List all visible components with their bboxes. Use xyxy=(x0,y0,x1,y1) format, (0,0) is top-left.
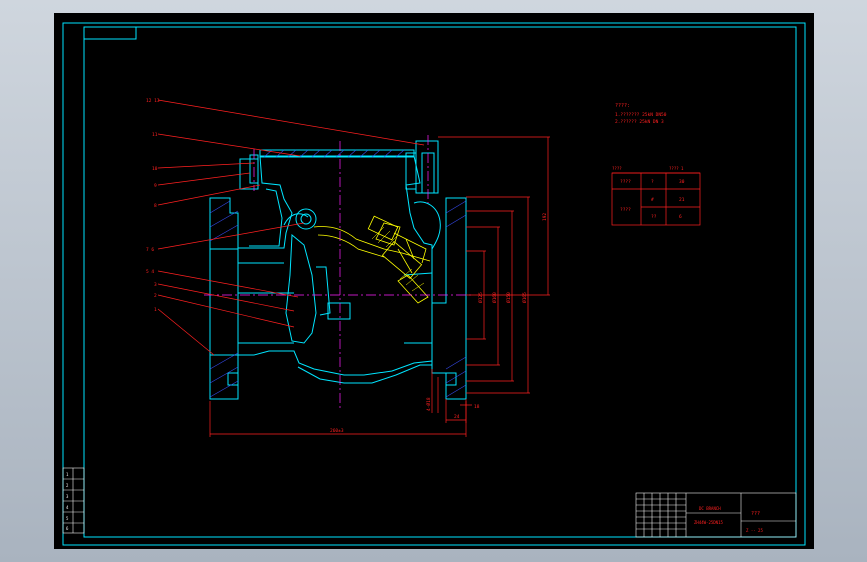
title-block-sub: DC BRANCH xyxy=(699,506,721,511)
spec-table-cell: ???? xyxy=(620,179,631,185)
left-strip-cell: 6 xyxy=(66,526,69,531)
spec-table-cell: ?? xyxy=(651,214,657,220)
left-strip-cell: 2 xyxy=(66,483,69,488)
dim-height: 192 xyxy=(542,213,548,221)
title-block-code: ZH44W-25DN15 xyxy=(694,520,723,525)
title-block xyxy=(635,492,797,538)
callout-label: 5 4 xyxy=(146,269,154,275)
spec-table-cell: 6 xyxy=(679,214,682,220)
notes-heading: ????: xyxy=(615,103,630,109)
disc-assembly-open xyxy=(313,215,431,304)
callout-leaders xyxy=(157,99,425,356)
spec-table-cell: ? xyxy=(651,179,654,185)
spec-table-header-right: ???? 1 xyxy=(669,166,684,171)
callout-label: 10 xyxy=(152,166,158,172)
dim-bolt: 4-Ø18 xyxy=(425,397,432,411)
spec-table-header-left: ???? xyxy=(612,166,622,171)
spec-table-cell: 21 xyxy=(679,197,685,203)
spec-table-cell: 30 xyxy=(679,179,685,185)
dim-flange: 24 xyxy=(454,414,460,420)
dim-d5: Ø165 xyxy=(521,292,528,303)
dim-d2: Ø125 xyxy=(477,292,484,303)
callout-label: 7 6 xyxy=(146,247,154,253)
callout-label: 11 xyxy=(152,132,158,138)
callout-label: 8 xyxy=(154,203,157,209)
valve-body xyxy=(209,140,467,400)
center-lines xyxy=(204,135,472,411)
inner-border xyxy=(83,26,797,538)
callout-label: 12 13 xyxy=(146,98,160,104)
callout-label: 2 xyxy=(154,293,157,299)
spec-table-cell: ???? xyxy=(620,207,631,213)
dim-d1: Ø160 xyxy=(491,292,498,303)
left-strip-cell: 5 xyxy=(66,516,69,521)
dimension-lines xyxy=(209,136,550,437)
disc-hatching xyxy=(371,226,425,292)
callout-label: 1 xyxy=(154,307,157,313)
dim-thickness: 18 xyxy=(474,404,480,410)
left-strip-cell: 1 xyxy=(66,472,69,477)
spec-table-cell: # xyxy=(651,197,654,203)
left-strip-cell: 4 xyxy=(66,505,69,510)
dim-d4: Ø150 xyxy=(505,292,512,303)
drawing-sheet[interactable]: 1 2 3 4 5 6 xyxy=(54,13,814,549)
notes-line-1: 1.??????? 25kN DN50 xyxy=(615,112,667,118)
top-left-code-box xyxy=(83,26,137,40)
drawing-canvas: 1 2 3 4 5 6 xyxy=(62,22,806,546)
notes-line-2: 2.?????? 25kN DN 3 xyxy=(615,119,664,125)
spec-table xyxy=(611,172,701,226)
left-strip-cell: 3 xyxy=(66,494,69,499)
outer-border xyxy=(62,22,806,546)
callout-label: 9 xyxy=(154,183,157,189)
left-strip-table xyxy=(62,467,85,534)
callout-label: 3 xyxy=(154,282,157,288)
dim-overall-length: 260±3 xyxy=(330,428,344,434)
title-block-name: ??? xyxy=(751,511,760,517)
title-block-id: Z -- 25 xyxy=(746,528,763,533)
